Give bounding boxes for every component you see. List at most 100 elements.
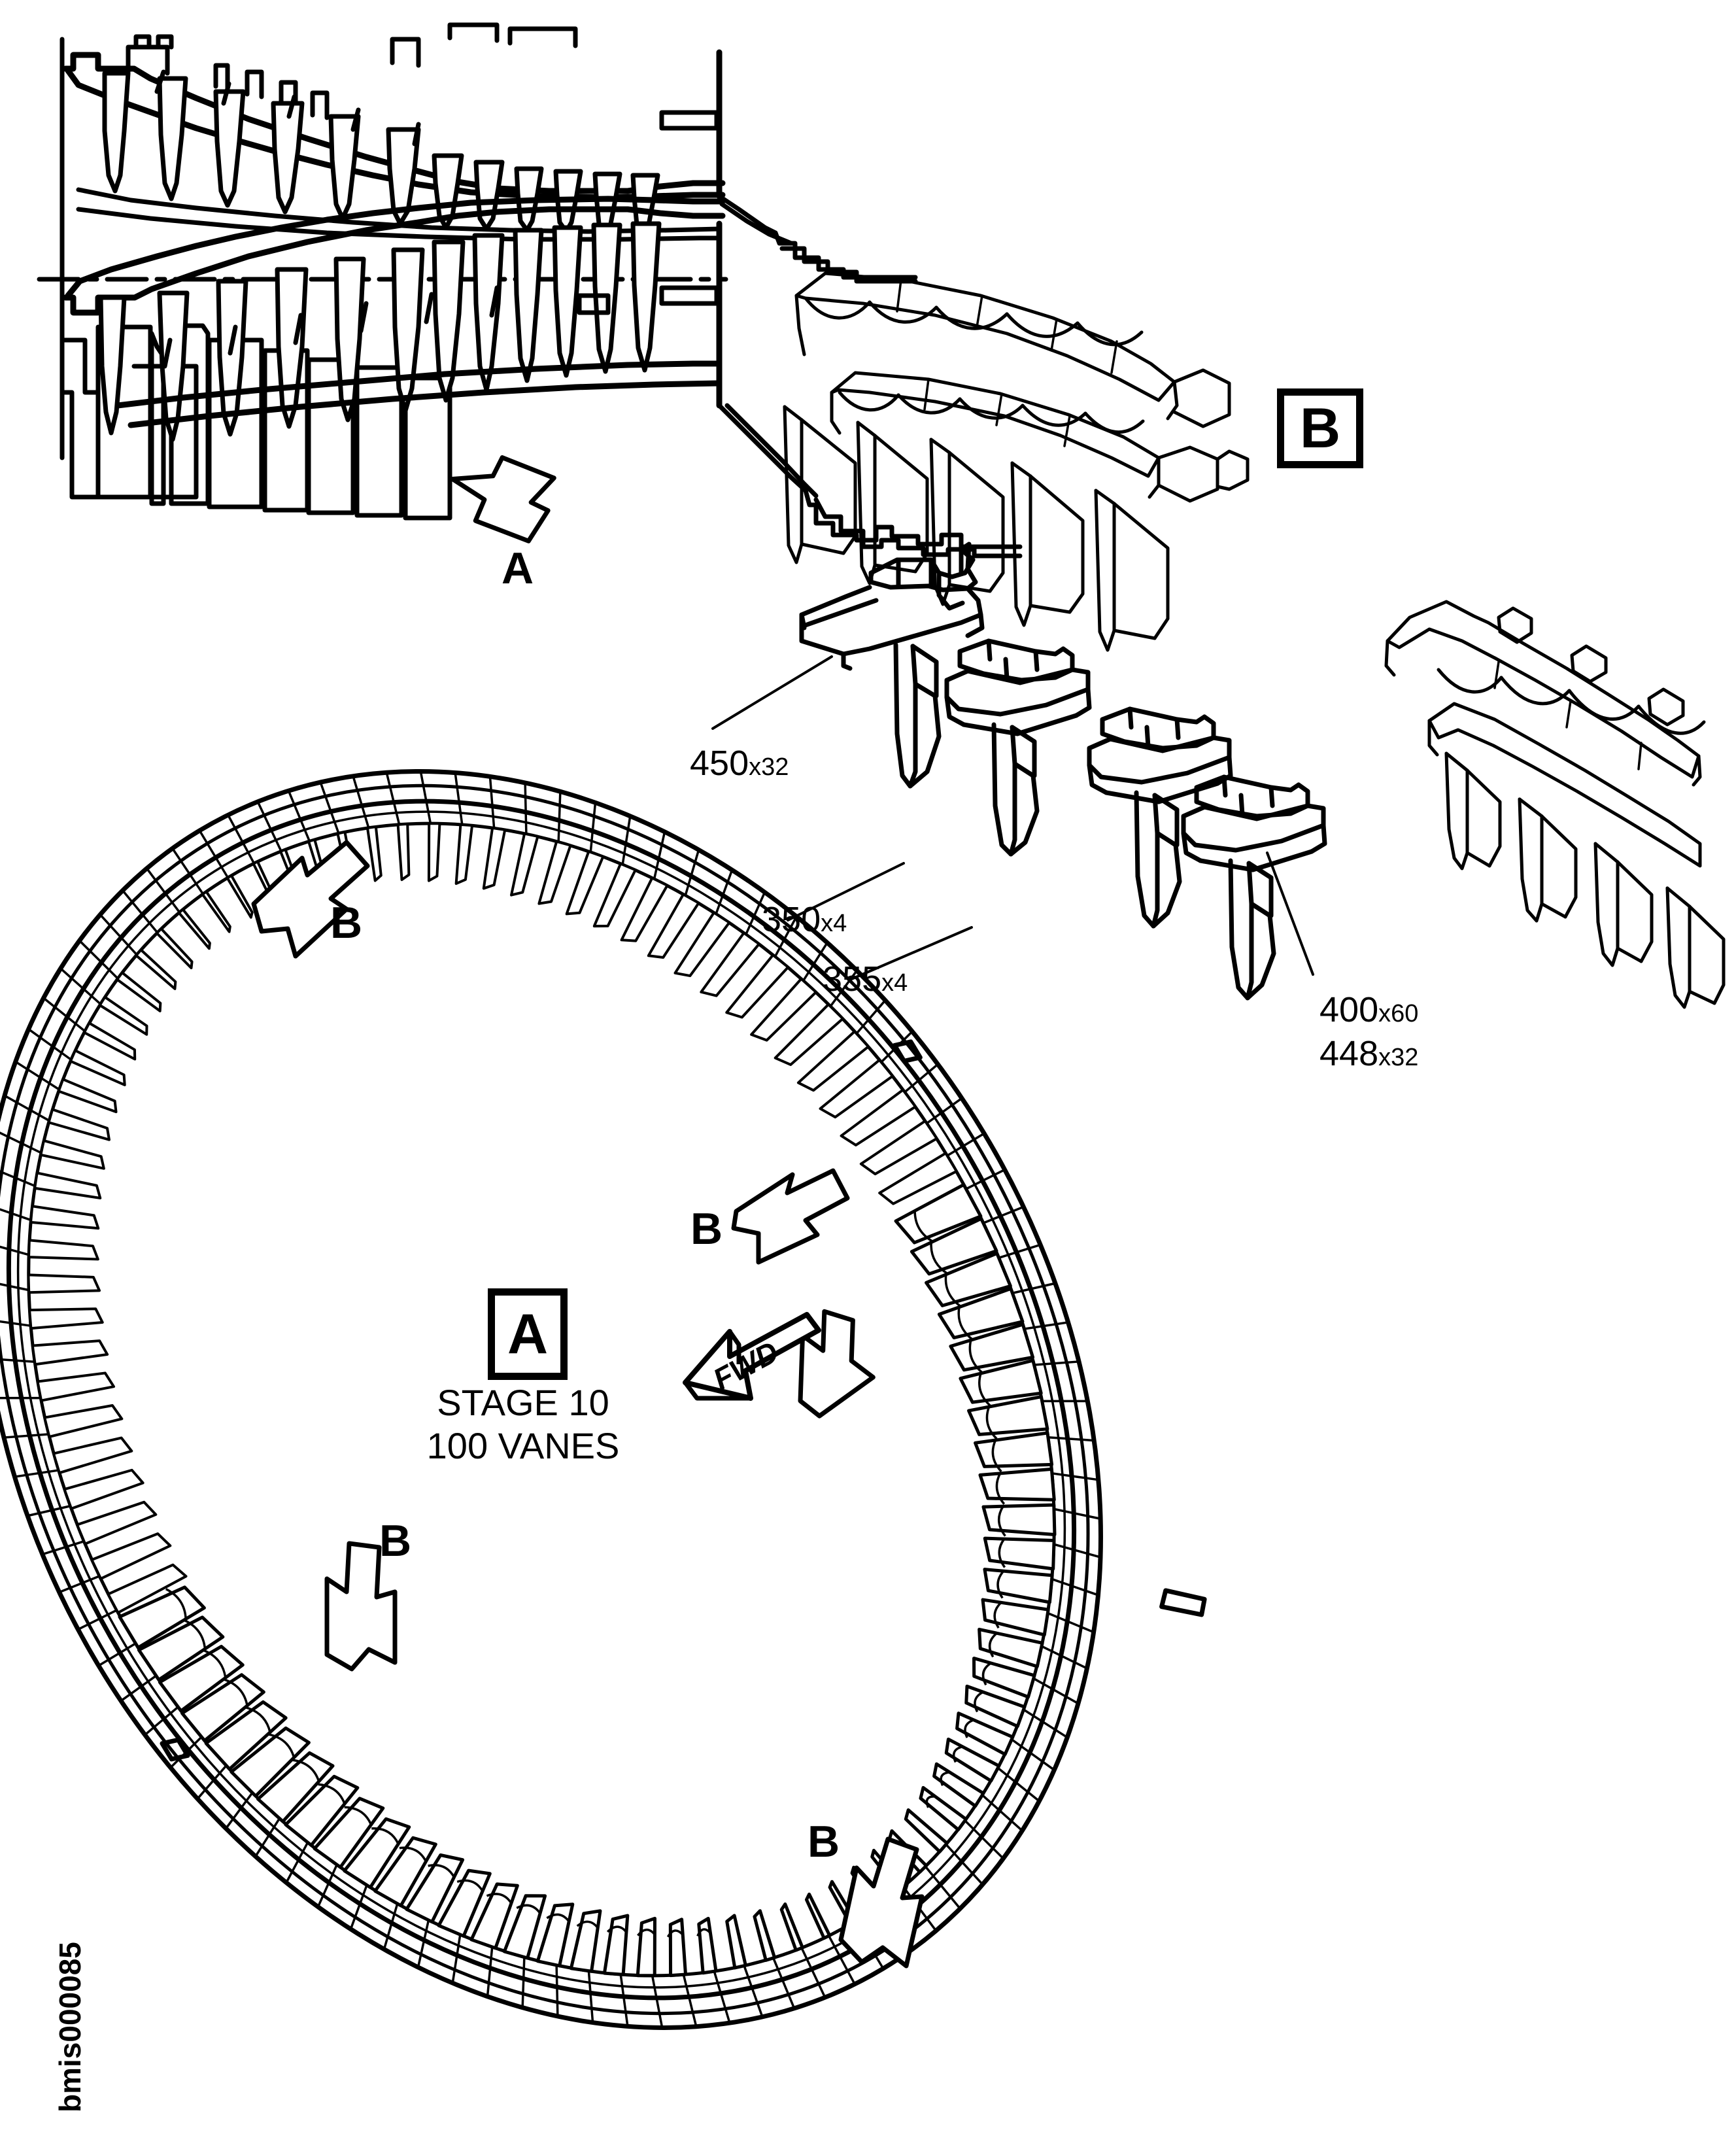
stator-vane — [878, 1152, 958, 1205]
boxed-b-callout: B — [1277, 388, 1363, 468]
arrow-b-bottom-right-label: B — [808, 1817, 840, 1867]
stator-vane — [437, 1868, 492, 1938]
shroud-segment-ticks — [0, 770, 1102, 2029]
stator-vane — [537, 840, 572, 905]
part-callout-448: 448x32 — [1319, 1033, 1418, 1074]
stator-vane — [52, 1436, 133, 1475]
stator-vane — [405, 1853, 465, 1924]
fwd-arrow — [798, 1309, 876, 1419]
stator-vane — [925, 1251, 1012, 1308]
arrow-b-bottom-right — [838, 1836, 925, 1969]
stator-vane — [636, 1916, 656, 1978]
stator-vane — [33, 1171, 102, 1199]
arrow-a-callout — [450, 455, 556, 543]
stator-vane — [725, 1914, 747, 1970]
arrow-b-upper-left-label: B — [330, 898, 363, 948]
stator-vane — [230, 1726, 311, 1798]
stator-vane — [974, 1431, 1054, 1473]
stator-vane — [536, 1902, 575, 1968]
part-callout-400: 400x60 — [1319, 990, 1418, 1030]
part-callout-450: 450x32 — [690, 743, 789, 783]
stator-vane — [804, 1892, 832, 1940]
figure-id-label: bmis000085 — [53, 1942, 87, 2112]
stator-vane — [226, 874, 254, 919]
stator-vane — [647, 893, 700, 959]
stator-vane — [725, 954, 790, 1019]
ring-vanes — [27, 822, 1057, 1978]
stator-vane — [28, 1307, 104, 1330]
stator-vane — [779, 1902, 804, 1952]
ring-split-marker — [160, 1039, 923, 1762]
stator-vane — [510, 832, 539, 897]
stator-vane — [796, 1030, 870, 1092]
part-355-number: 355 — [823, 959, 882, 999]
stator-vane — [819, 1058, 894, 1119]
stage-vane-label: STAGE 10 100 VANES — [399, 1381, 647, 1468]
stator-vane — [63, 1468, 145, 1510]
stator-vane — [983, 1568, 1054, 1604]
compressor-cross-section-drawing — [37, 22, 1023, 559]
vane-part-450 — [799, 542, 985, 789]
stator-vane — [602, 1914, 630, 1976]
part-400-number: 400 — [1319, 990, 1379, 1029]
stator-vane — [98, 995, 148, 1036]
part-400-qty: x60 — [1378, 1000, 1419, 1027]
stator-vane — [840, 1088, 917, 1146]
stator-vane — [859, 1120, 938, 1176]
vane-part-400-448 — [1181, 774, 1327, 1001]
stator-vane — [177, 908, 211, 950]
stator-vane — [620, 876, 669, 942]
vane-part-355 — [1087, 706, 1233, 929]
stator-vane — [256, 1751, 335, 1823]
stator-vane — [910, 1216, 998, 1276]
stator-vane — [482, 827, 507, 890]
arrow-b-mid-right — [731, 1168, 850, 1265]
stator-vane — [201, 890, 231, 933]
stator-vane — [569, 1909, 602, 1973]
stator-vane — [904, 1808, 949, 1853]
stator-vane — [967, 1395, 1049, 1440]
arrow-a-label: A — [502, 543, 534, 593]
stator-vane — [696, 1916, 718, 1975]
arrow-b-upper-left — [251, 840, 370, 959]
stator-vane — [919, 1785, 968, 1832]
arrow-b-lower-left — [324, 1541, 398, 1672]
stator-vane — [949, 1322, 1035, 1374]
cross-section-lower-half — [60, 196, 1023, 559]
stator-vane — [396, 822, 411, 882]
stator-vane — [284, 1774, 360, 1847]
part-448-qty: x32 — [1378, 1044, 1419, 1071]
stator-vane — [978, 1627, 1044, 1668]
part-callout-350: 350x4 — [762, 899, 847, 940]
stator-vane — [343, 1817, 411, 1889]
stator-vane — [932, 1762, 985, 1808]
stator-vane — [90, 1532, 172, 1580]
stator-vane — [366, 825, 383, 882]
vane-segment-airfoils — [783, 405, 1170, 652]
stator-vane — [955, 1712, 1015, 1756]
fwd-arrow-icon: FWD — [683, 1312, 821, 1401]
stator-vane — [39, 1139, 105, 1170]
ring-mount-lug-b — [1159, 1588, 1207, 1617]
part-450-qty: x32 — [749, 753, 789, 781]
stator-vane — [204, 1700, 288, 1771]
stator-vane — [47, 1108, 111, 1141]
stator-vane — [27, 1273, 101, 1294]
stator-vane — [981, 1503, 1057, 1537]
lower-half-blades — [98, 221, 662, 442]
stator-vane — [137, 1615, 225, 1681]
stator-vane — [373, 1836, 437, 1908]
part-450-number: 450 — [690, 744, 749, 783]
stator-vane — [155, 927, 194, 970]
stator-vane — [700, 931, 760, 997]
stator-vane — [959, 1358, 1043, 1407]
stator-vane — [469, 1882, 519, 1950]
stator-vane — [36, 1371, 115, 1402]
stator-vane — [135, 948, 177, 990]
stator-vane — [29, 1205, 100, 1230]
stator-vane — [972, 1657, 1036, 1699]
stator-vane — [750, 977, 818, 1042]
stator-vane — [964, 1684, 1027, 1729]
stator-vane — [313, 1797, 385, 1869]
